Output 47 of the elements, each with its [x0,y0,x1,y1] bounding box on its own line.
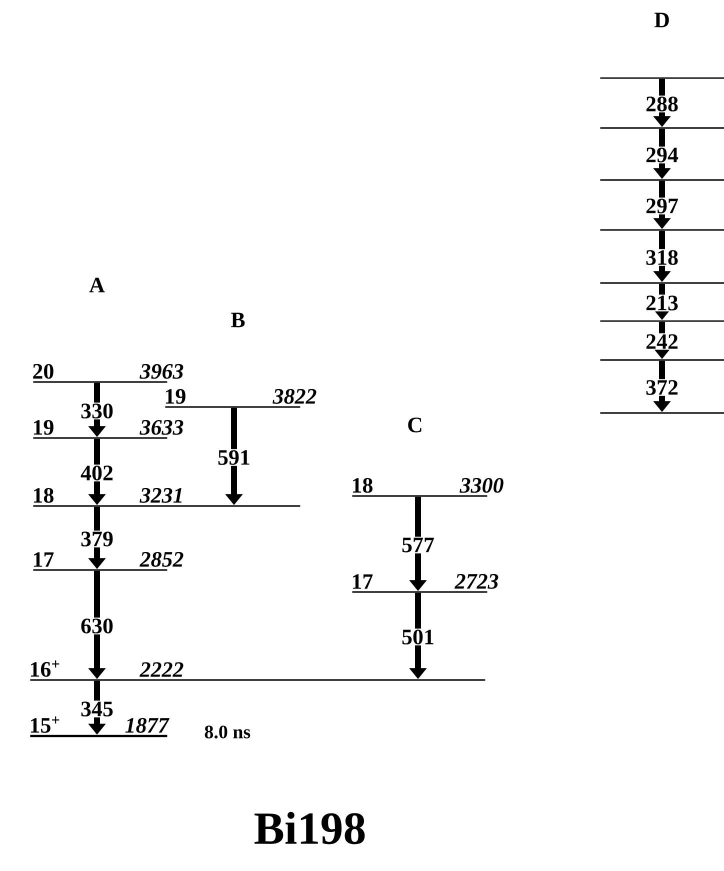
spin-label: 19 [166,389,186,404]
energy-label: 3963 [140,364,184,379]
lifetime-label: 8.0 ns [204,726,250,738]
edge-label: 330 [80,402,114,420]
spin-label: 15$^{+}$ [30,716,60,733]
level-line [600,229,724,231]
title: Bi198 [254,812,365,844]
spin-label: 17 [352,574,373,589]
energy-label: 3822 [272,388,316,404]
level-line [600,412,724,414]
energy-label: 1877 [125,718,170,733]
edge-label: 402 [80,464,114,482]
edge-label: 242 [644,333,680,350]
spin-label: 17 [34,552,54,567]
edge-label: 630 [80,618,114,634]
spin-label: 16$^{+}$ [30,660,60,677]
level-line [600,77,724,79]
edge-label: 213 [644,294,680,312]
spin-label: 18 [34,488,54,503]
edge-label: 318 [644,249,680,266]
edge-label: 288 [644,96,680,112]
edge-label: 372 [644,379,680,396]
edge-label: 591 [216,449,252,466]
spin-label: 18 [352,478,372,493]
energy-label: 3633 [140,420,184,435]
edge-label: 501 [400,628,436,646]
edge-label: 379 [80,530,114,548]
level-line [600,282,724,284]
band-letter: B [231,312,245,328]
level-line [600,320,724,322]
energy-label: 3300 [460,478,504,493]
edge-label: 294 [644,146,680,164]
band-letter: D [654,12,669,28]
energy-label: 2852 [140,552,184,567]
edge-label: 345 [80,700,114,718]
spin-label: 19 [34,420,54,435]
energy-label: 2723 [454,574,498,589]
level-line [600,127,724,129]
band-letter: A [89,278,105,292]
level-line [600,179,724,181]
energy-label: 3231 [140,488,182,503]
edge-label: 297 [644,198,680,214]
energy-label: 2222 [140,662,184,677]
level-line [600,359,724,361]
spin-label: 20 [33,364,54,379]
band-letter: C [408,418,422,432]
edge-label: 577 [400,536,436,554]
